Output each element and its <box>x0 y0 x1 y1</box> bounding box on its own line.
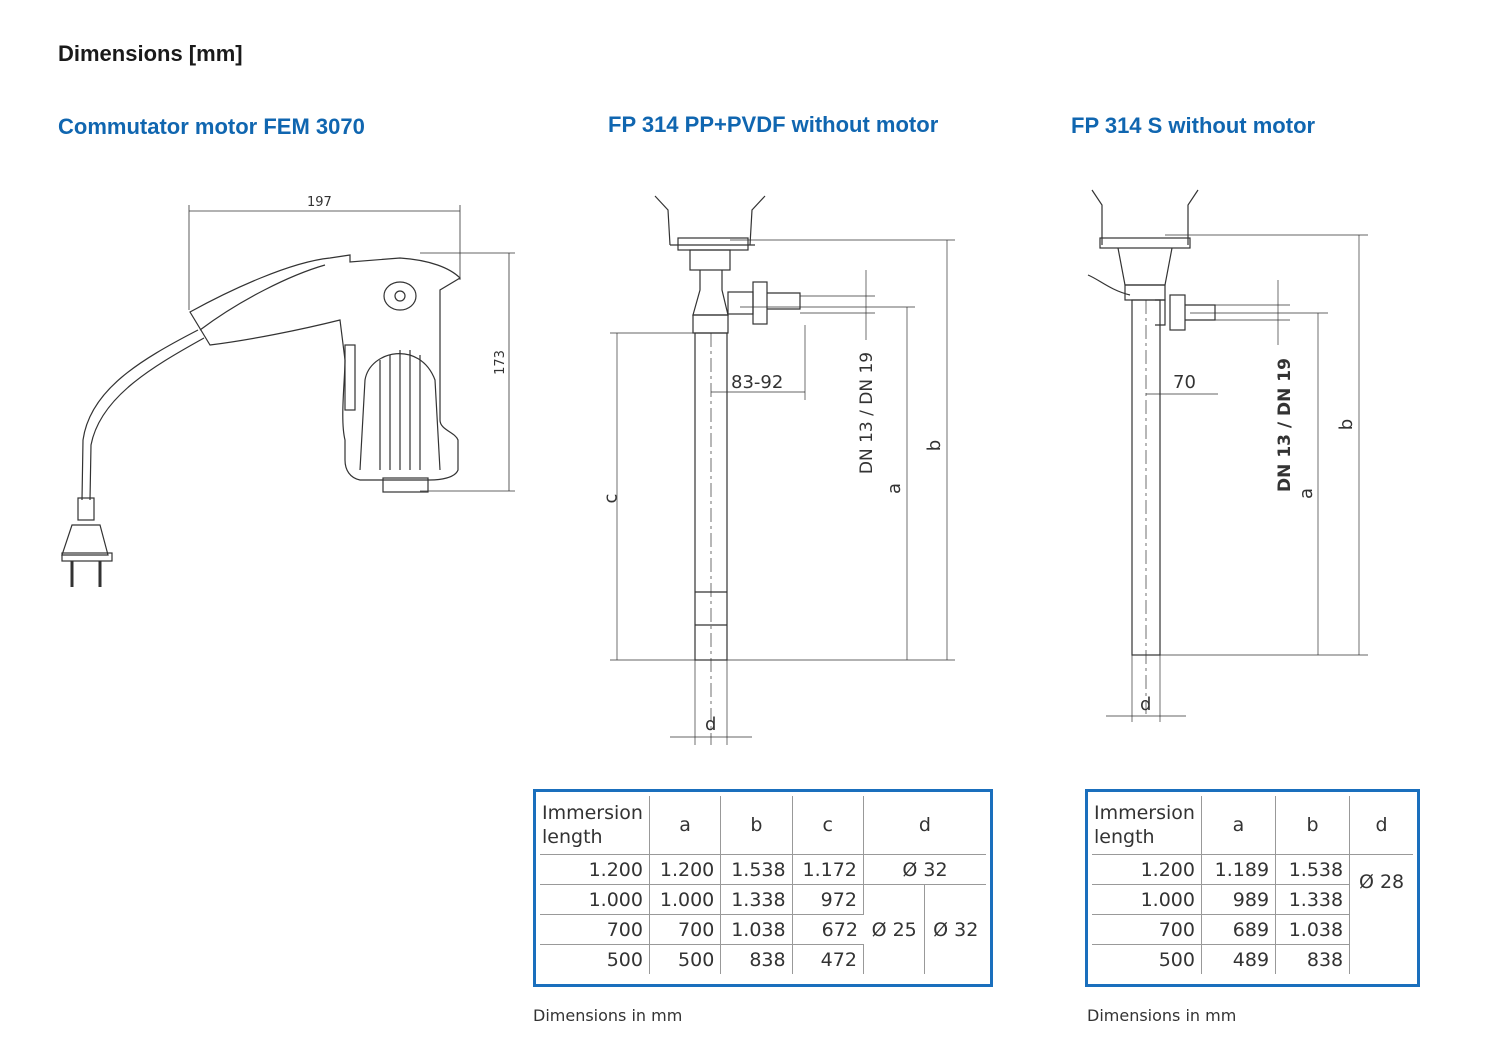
cell: 1.189 <box>1201 855 1277 885</box>
s-drawing <box>1087 189 1368 722</box>
table-row: 700 689 1.038 <box>1092 915 1413 945</box>
cell: 972 <box>792 885 864 915</box>
table-row: 1.000 989 1.338 <box>1092 885 1413 915</box>
motor-drawing <box>61 205 515 587</box>
header-cell: b <box>1276 796 1351 855</box>
cell: 1.200 <box>1092 855 1202 885</box>
header-cell: Immersion length <box>1092 796 1202 855</box>
cell: 1.338 <box>721 885 793 915</box>
table-row: 500 489 838 <box>1092 945 1413 974</box>
cell: 672 <box>792 915 864 945</box>
cell: 472 <box>793 945 864 974</box>
cell: 689 <box>1201 915 1277 945</box>
cell: 1.200 <box>649 855 722 885</box>
cell: 1.000 <box>540 885 650 915</box>
page-title: Dimensions [mm] <box>58 41 243 66</box>
s-dimensions-table: Immersion length a b d 1.200 1.189 1.538… <box>1085 789 1420 987</box>
header-cell: Immersion length <box>540 796 650 855</box>
s-b-label: b <box>1336 418 1358 431</box>
cell: 1.000 <box>1092 885 1202 915</box>
table-row: 500 500 838 472 <box>540 945 986 974</box>
cell: 1.538 <box>721 855 793 885</box>
pp-b-label: b <box>924 439 946 452</box>
motor-width-label: 197 <box>307 195 332 210</box>
table-row: 1.000 1.000 1.338 972 Ø 25 Ø 32 <box>540 885 986 974</box>
cell: 500 <box>1092 945 1202 974</box>
cell: 838 <box>1276 945 1351 974</box>
pp-pvdf-drawing <box>610 195 955 745</box>
s-table-note: Dimensions in mm <box>1087 1006 1237 1025</box>
cell: 500 <box>650 945 722 974</box>
table-header-row: Immersion length a b c d <box>540 796 986 855</box>
table-row: 700 700 1.038 672 <box>540 915 986 945</box>
s-title: FP 314 S without motor <box>1071 113 1316 138</box>
cell: 1.038 <box>721 915 793 945</box>
motor-height-label: 173 <box>492 350 508 375</box>
cell: 489 <box>1202 945 1277 974</box>
header-cell: a <box>1201 796 1277 855</box>
pp-pvdf-title: FP 314 PP+PVDF without motor <box>608 112 939 137</box>
cell: 500 <box>540 945 650 974</box>
header-cell: d <box>1350 796 1413 855</box>
cell: 1.172 <box>792 855 864 885</box>
cell: 700 <box>540 915 650 945</box>
pp-c-label: c <box>600 493 622 504</box>
s-offset-label: 70 <box>1173 372 1196 393</box>
cell: 1.200 <box>540 855 650 885</box>
cell: Ø 32 <box>863 855 986 885</box>
header-cell: a <box>649 796 722 855</box>
header-cell: d <box>863 796 986 855</box>
motor-title: Commutator motor FEM 3070 <box>58 114 365 139</box>
cell: 1.000 <box>649 885 722 915</box>
cell: 838 <box>721 945 793 974</box>
cell: 700 <box>649 915 722 945</box>
pp-d-label: d <box>705 714 717 735</box>
s-dn-label: DN 13 / DN 19 <box>1274 358 1295 492</box>
cell: Ø 32 <box>933 918 979 941</box>
s-d-label: d <box>1140 694 1152 715</box>
cell: 989 <box>1201 885 1277 915</box>
cell: Ø 25 <box>864 885 926 974</box>
table-row: 1.200 1.189 1.538 Ø 28 <box>1092 855 1413 893</box>
pp-pvdf-dimensions-table: Immersion length a b c d 1.200 1.200 1.5… <box>533 789 993 987</box>
header-cell: b <box>721 796 793 855</box>
pp-dn-label: DN 13 / DN 19 <box>857 351 878 475</box>
table-header-row: Immersion length a b d <box>1092 796 1413 855</box>
pp-pvdf-table-note: Dimensions in mm <box>533 1006 683 1025</box>
pp-offset-label: 83-92 <box>731 372 784 393</box>
s-a-label: a <box>1296 487 1318 500</box>
cell: 1.538 <box>1276 855 1351 885</box>
table-row: 1.200 1.200 1.538 1.172 Ø 32 <box>540 855 986 885</box>
cell: 700 <box>1092 915 1202 945</box>
cell: 1.338 <box>1276 885 1351 915</box>
pp-a-label: a <box>884 482 906 495</box>
header-cell: c <box>792 796 864 855</box>
cell: 1.038 <box>1276 915 1351 945</box>
cell: Ø 28 <box>1358 871 1405 893</box>
